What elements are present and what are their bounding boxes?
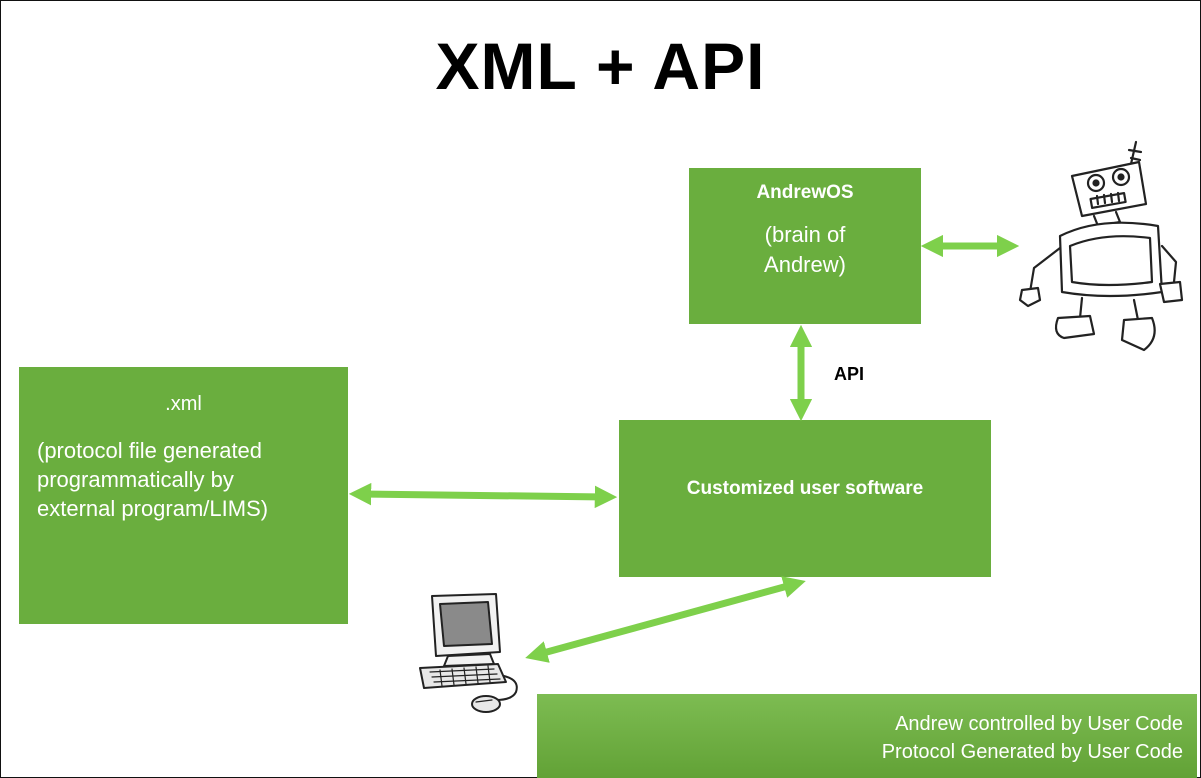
- banner-line2: Protocol Generated by User Code: [881, 741, 1183, 763]
- xml-description-line3: external program/LIMS): [37, 496, 269, 521]
- computer-icon: [419, 593, 518, 713]
- xml-description-line2: programmatically by: [37, 467, 234, 492]
- andrewos-subtitle-line2: Andrew): [764, 252, 846, 277]
- andrewos-subtitle: (brain of Andrew): [689, 220, 921, 280]
- andrewos-title: AndrewOS: [756, 182, 854, 203]
- xml-box: .xml (protocol file generated programmat…: [19, 367, 348, 624]
- summary-banner: Andrew controlled by User Code Protocol …: [537, 694, 1197, 778]
- banner-line1: Andrew controlled by User Code: [895, 713, 1183, 735]
- andrewos-subtitle-line1: (brain of: [764, 222, 846, 247]
- andrewos-box: AndrewOS (brain of Andrew): [689, 168, 921, 324]
- arrow-computer-software: [525, 576, 806, 663]
- robot-icon: [1018, 140, 1184, 352]
- software-box: Customized user software: [619, 420, 991, 577]
- api-label: API: [834, 364, 865, 384]
- slide-title: XML + API: [435, 29, 766, 103]
- software-title: Customized user software: [686, 478, 924, 499]
- arrow-xml-software: [348, 482, 618, 509]
- xml-title: .xml: [165, 393, 202, 415]
- xml-description-line1: (protocol file generated: [37, 438, 263, 463]
- xml-description: (protocol file generated programmaticall…: [19, 436, 348, 523]
